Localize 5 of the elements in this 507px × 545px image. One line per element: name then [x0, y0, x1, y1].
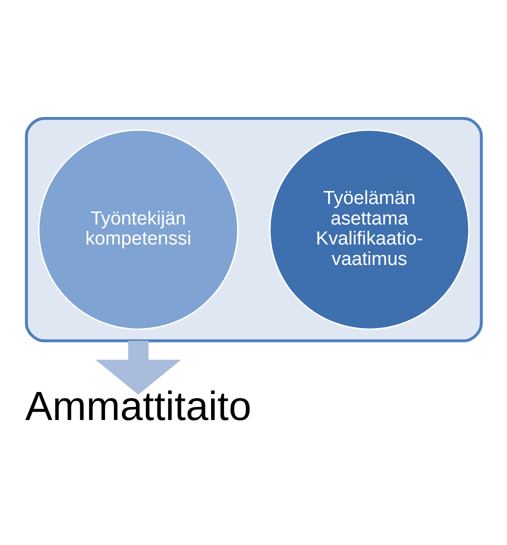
cluster [24, 116, 483, 342]
node-circle: Työelämän asettama Kvalifikaatio-vaatimus [269, 129, 470, 330]
arrow [96, 340, 182, 395]
node-circle: Työntekijän kompetenssi [38, 129, 239, 330]
node-text: Ammattitaito [25, 382, 252, 429]
